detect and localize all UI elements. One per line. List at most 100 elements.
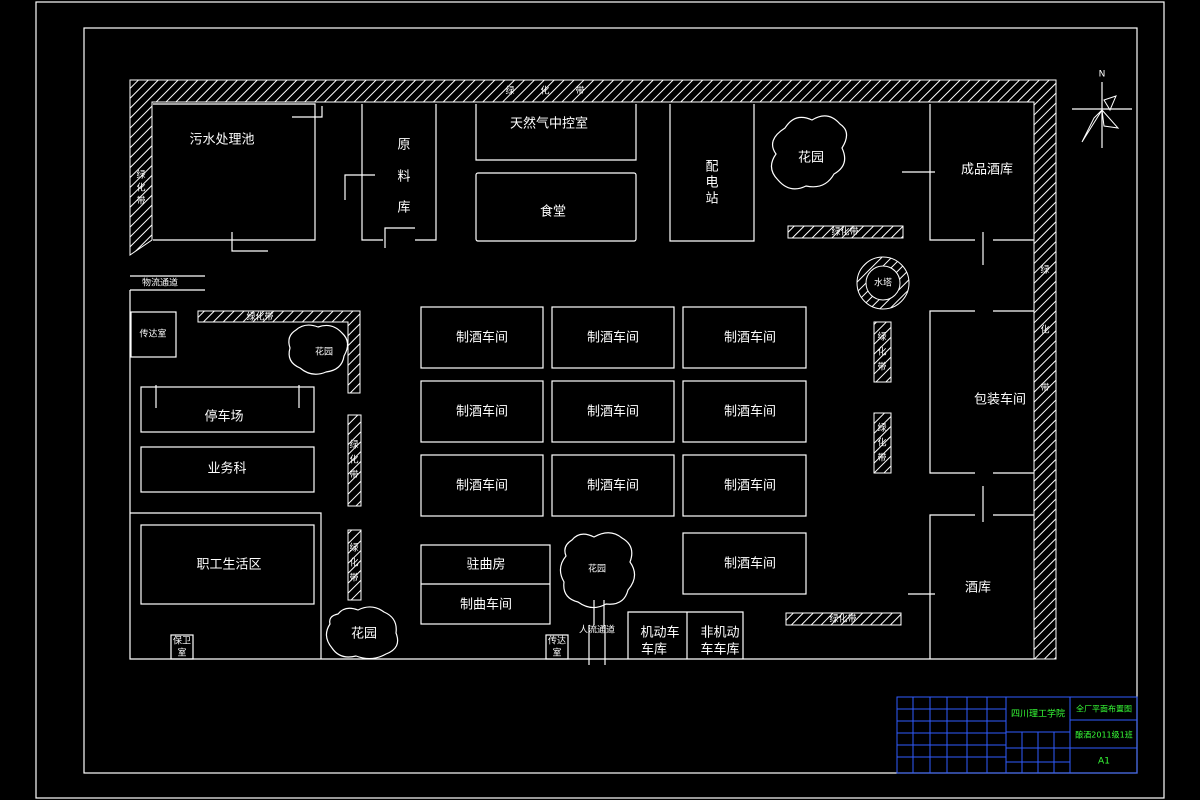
svg-text:带: 带 [136,196,145,207]
garden-middle: 花园 [559,532,636,625]
svg-text:停车场: 停车场 [204,409,243,425]
svg-text:A1: A1 [1098,757,1110,767]
greenbelt-strip-2: 绿 化 带 [347,414,362,507]
svg-text:绿: 绿 [505,85,514,97]
svg-text:绿化带: 绿化带 [831,226,858,238]
svg-text:水塔: 水塔 [874,277,892,289]
svg-text:酒库: 酒库 [965,580,991,596]
svg-text:绿: 绿 [349,439,358,451]
svg-text:人流通道: 人流通道 [579,624,615,636]
svg-text:全厂平面布置图: 全厂平面布置图 [1076,704,1132,714]
svg-text:化: 化 [1040,324,1049,336]
finished-goods-store: 成品酒库 [902,104,1034,265]
svg-text:带: 带 [877,453,886,464]
svg-text:花园: 花园 [315,346,333,358]
brew-workshop-grid: 制酒车间 制酒车间 制酒车间 制酒车间 制酒车间 制酒车间 制酒车间 制酒车间 … [420,306,807,595]
greenbelt-strip-6: 绿化带 [785,612,902,626]
svg-text:料: 料 [397,170,410,185]
svg-text:N: N [1099,70,1106,80]
svg-text:化: 化 [877,346,886,358]
svg-text:绿: 绿 [349,542,358,554]
svg-text:制曲车间: 制曲车间 [460,597,512,613]
svg-text:电: 电 [705,176,718,191]
outer-frame [35,1,1165,799]
svg-text:包装车间: 包装车间 [974,392,1026,408]
svg-text:花园: 花园 [798,150,824,166]
greenbelt-strip-3: 绿 化 带 [347,529,362,601]
svg-text:室: 室 [552,647,561,659]
svg-text:保卫: 保卫 [173,635,191,647]
compass-icon: N [1072,70,1132,148]
svg-text:带: 带 [1040,383,1049,394]
svg-text:成品酒库: 成品酒库 [961,162,1013,178]
power-station: 配 电 站 [669,104,755,242]
liquor-store: 酒库 [908,514,1034,659]
svg-text:站: 站 [705,192,718,207]
svg-text:制酒车间: 制酒车间 [724,404,776,420]
business-department: 业务科 [140,446,315,493]
svg-text:食堂: 食堂 [540,204,566,220]
svg-text:制酒车间: 制酒车间 [724,478,776,494]
svg-text:车车库: 车车库 [700,642,739,658]
svg-text:带: 带 [877,362,886,373]
svg-text:四川理工学院: 四川理工学院 [1011,708,1065,720]
svg-text:化: 化 [349,557,358,569]
gas-control-room: 天然气中控室 [475,104,637,161]
svg-text:制酒车间: 制酒车间 [456,330,508,346]
svg-text:物流通道: 物流通道 [142,277,178,289]
svg-text:制酒车间: 制酒车间 [456,478,508,494]
svg-text:车库: 车库 [641,642,667,658]
greenbelt-label-right: 绿 化 带 [1040,264,1049,394]
greenbelt-strip-5: 绿 化 带 [873,412,892,474]
svg-text:原: 原 [397,138,410,153]
staff-living-area: 职工生活区 [130,512,322,659]
svg-text:绿: 绿 [1040,264,1049,276]
canteen: 食堂 [475,172,637,242]
garden-top: 花园 [770,115,848,190]
svg-text:室: 室 [177,647,186,659]
svg-text:机动车: 机动车 [640,625,679,641]
svg-text:化: 化 [136,182,145,194]
svg-text:库: 库 [397,200,410,216]
svg-text:非机动: 非机动 [700,626,739,641]
svg-text:花园: 花园 [588,563,606,575]
svg-text:绿: 绿 [136,169,145,181]
svg-text:驻曲房: 驻曲房 [466,557,505,573]
svg-text:化: 化 [540,85,549,97]
svg-text:花园: 花园 [351,626,377,642]
guard-room: 传达室 [130,311,177,358]
svg-text:制酒车间: 制酒车间 [587,478,639,494]
svg-text:污水处理池: 污水处理池 [189,133,254,148]
logistics-road: 物流通道 [130,275,205,291]
svg-text:职工生活区: 职工生活区 [196,558,261,573]
guard-room-2: 传达 室 [545,634,569,660]
svg-text:绿化带: 绿化带 [246,311,273,323]
greenbelt-strip-1: 绿化带 [787,225,904,239]
svg-text:天然气中控室: 天然气中控室 [510,116,588,132]
entrance-passage: 人流通道 [579,624,615,665]
security-room: 保卫 室 [170,634,194,660]
svg-text:带: 带 [575,86,584,97]
greenbelt-label-top: 绿 化 带 [505,85,584,97]
greenbelt-strip-4: 绿 化 带 [873,321,892,383]
greenbelt-l-shape: 绿化带 [197,310,361,394]
garden-bottom-left: 花园 [325,606,399,660]
yeast-buildings: 驻曲房 制曲车间 [420,544,551,625]
svg-text:制酒车间: 制酒车间 [587,404,639,420]
inner-frame [83,27,1138,774]
svg-text:传达: 传达 [548,635,566,647]
svg-text:绿: 绿 [877,422,886,434]
svg-text:制酒车间: 制酒车间 [724,556,776,572]
water-tower: 水塔 [856,256,910,310]
packaging-workshop: 包装车间 [929,310,1034,522]
svg-text:配: 配 [705,160,718,175]
sewage-pool: 污水处理池 [153,103,323,252]
svg-text:绿化带: 绿化带 [829,613,856,625]
title-block: 四川理工学院 全厂平面布置图 酿酒2011级1班 A1 [896,696,1138,774]
raw-material-store: 原 料 库 [344,104,437,248]
parking-lot: 停车场 [140,385,315,433]
svg-text:业务科: 业务科 [207,461,246,477]
svg-text:制酒车间: 制酒车间 [456,404,508,420]
svg-text:化: 化 [877,437,886,449]
